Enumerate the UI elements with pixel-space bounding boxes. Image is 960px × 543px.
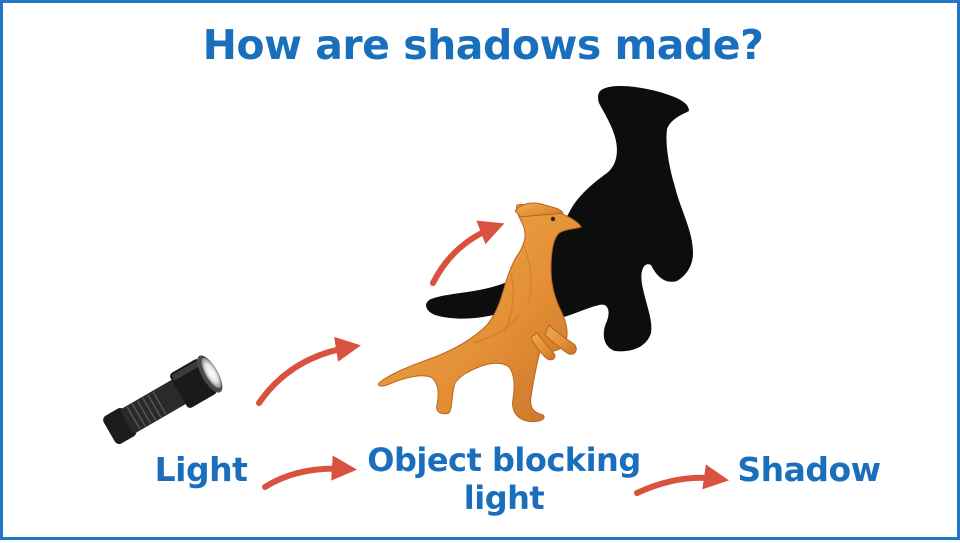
shadow-diagram-illustration [103, 86, 729, 496]
curved-arrow-icon [262, 455, 358, 490]
slide-title: How are shadows made? [202, 21, 764, 69]
label-light: Light [154, 450, 248, 489]
dinosaur-shadow-icon [426, 86, 693, 352]
arrows [256, 220, 729, 496]
label-object-line-1: Object blocking [367, 441, 641, 479]
curved-arrow-icon [256, 336, 361, 406]
label-object-line-2: light [463, 479, 545, 517]
label-shadow: Shadow [737, 450, 881, 489]
curved-arrow-icon [430, 220, 505, 286]
label-object-blocking-light: Object blocking light [363, 441, 645, 517]
flashlight-icon [103, 355, 223, 445]
curved-arrow-icon [634, 464, 729, 496]
dinosaur-figure-icon [378, 202, 582, 422]
